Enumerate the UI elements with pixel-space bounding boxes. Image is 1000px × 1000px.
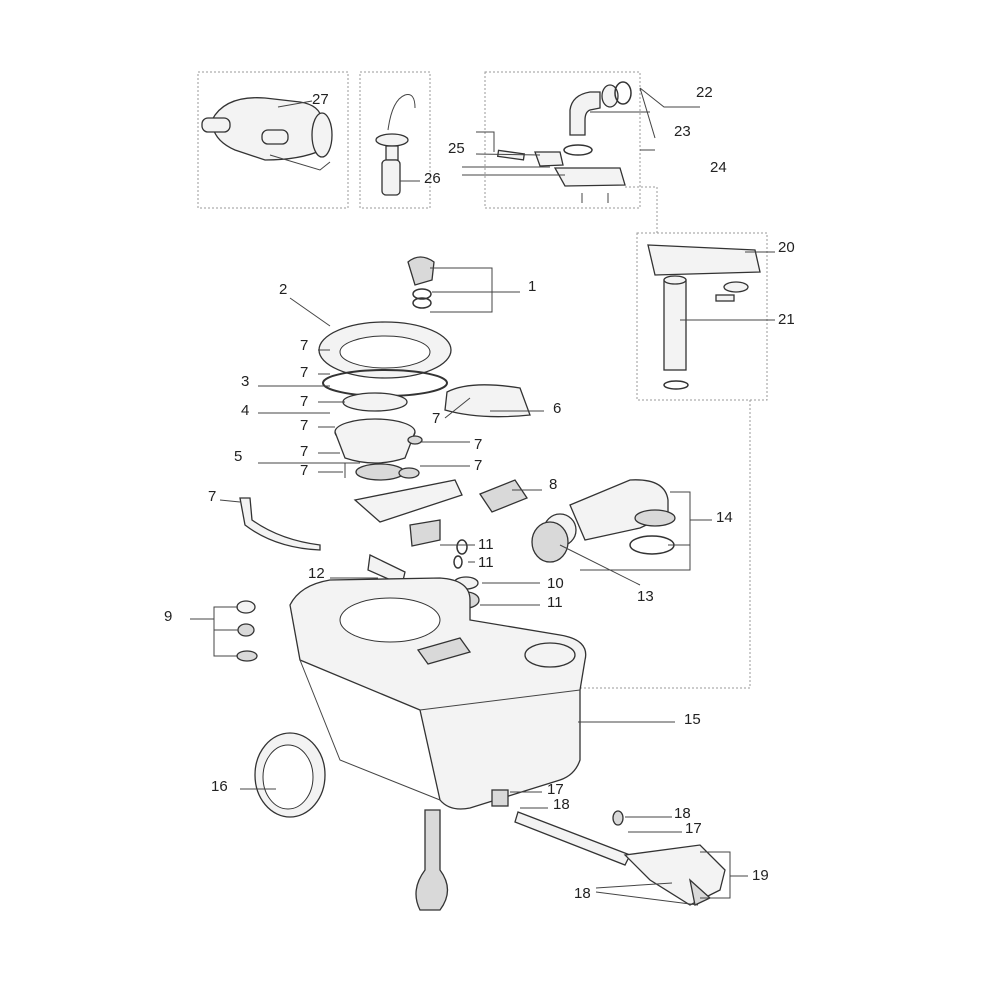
label-part-27: 27 xyxy=(312,91,329,108)
label-part-24: 24 xyxy=(710,159,727,176)
label-part-18: 18 xyxy=(674,805,691,822)
group-box-vent-pipe xyxy=(636,232,768,401)
connector-dash-top xyxy=(625,186,658,233)
label-part-17: 17 xyxy=(685,820,702,837)
label-part-6: 6 xyxy=(553,400,561,417)
pump-part xyxy=(201,97,333,171)
label-part-7: 7 xyxy=(300,417,308,434)
label-part-23: 23 xyxy=(674,123,691,140)
label-part-13: 13 xyxy=(637,588,654,605)
sensor-part xyxy=(375,94,416,196)
leader-lines xyxy=(190,87,775,906)
label-part-11: 11 xyxy=(547,594,563,611)
outlet-pipe-part xyxy=(531,479,676,563)
handle-part xyxy=(415,809,449,911)
label-part-16: 16 xyxy=(211,778,228,795)
label-part-7: 7 xyxy=(474,436,482,453)
label-part-10: 10 xyxy=(547,575,564,592)
label-part-18: 18 xyxy=(574,885,591,902)
label-part-7: 7 xyxy=(432,410,440,427)
label-part-11: 11 xyxy=(478,536,494,553)
bracket-part xyxy=(239,497,321,551)
label-part-7: 7 xyxy=(474,457,482,474)
plate-part xyxy=(444,384,531,418)
valve-knob-part xyxy=(407,256,435,309)
label-part-18: 18 xyxy=(553,796,570,813)
holding-tank-part xyxy=(289,577,587,810)
label-part-12: 12 xyxy=(308,565,325,582)
screw-cap-part xyxy=(236,600,258,662)
label-part-7: 7 xyxy=(208,488,216,505)
label-part-21: 21 xyxy=(778,311,795,328)
label-part-8: 8 xyxy=(549,476,557,493)
vent-pipe-part xyxy=(647,244,761,390)
label-part-14: 14 xyxy=(716,509,733,526)
label-part-5: 5 xyxy=(234,448,242,465)
label-part-7: 7 xyxy=(300,393,308,410)
label-part-22: 22 xyxy=(696,84,713,101)
bowl-assembly-part xyxy=(318,321,468,555)
connector-dash-right xyxy=(580,400,751,689)
group-box-pump xyxy=(197,71,349,209)
elbow-kit-part xyxy=(496,81,632,203)
label-part-3: 3 xyxy=(241,373,249,390)
label-part-7: 7 xyxy=(300,364,308,381)
label-part-1: 1 xyxy=(528,278,536,295)
level-indicator-part xyxy=(254,732,326,818)
group-box-elbow-kit xyxy=(484,71,641,209)
label-part-17: 17 xyxy=(547,781,564,798)
label-part-19: 19 xyxy=(752,867,769,884)
label-part-2: 2 xyxy=(279,281,287,298)
label-part-7: 7 xyxy=(300,462,308,479)
label-part-4: 4 xyxy=(241,402,249,419)
label-part-26: 26 xyxy=(424,170,441,187)
shaft-latch-part xyxy=(491,789,726,906)
group-box-sensor xyxy=(359,71,431,209)
label-part-7: 7 xyxy=(300,337,308,354)
label-part-11: 11 xyxy=(478,554,494,571)
label-part-7: 7 xyxy=(300,443,308,460)
label-part-15: 15 xyxy=(684,711,701,728)
cover-part xyxy=(479,479,528,513)
label-part-9: 9 xyxy=(164,608,172,625)
label-part-20: 20 xyxy=(778,239,795,256)
label-part-25: 25 xyxy=(448,140,465,157)
